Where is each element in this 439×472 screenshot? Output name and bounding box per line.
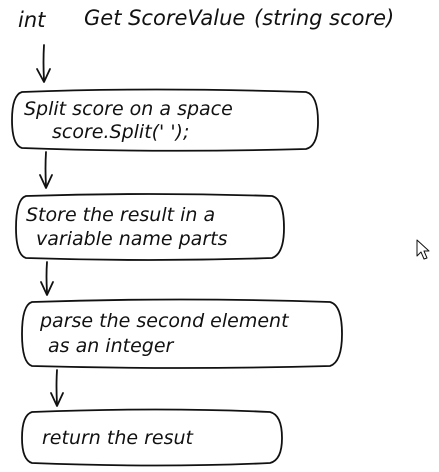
step-store-result: Store the result in a variable name part… [15,193,285,261]
mouse-cursor-icon [416,239,430,260]
step-return-result: return the resut [21,408,283,467]
arrow-signature-to-split [36,44,51,83]
step-box [15,193,285,261]
step-text-line-2: score.Split(' '); [52,121,189,143]
step-text-line-2: variable name parts [36,228,228,250]
step-split-score: Split score on a space score.Split(' '); [11,88,319,152]
step-box [11,88,319,152]
arrow-parse-to-return [50,369,64,407]
step-text-line-1: Store the result in a [26,204,215,226]
function-signature: int Get ScoreValue (string score) [18,6,394,32]
return-type-text: int [18,8,46,32]
step-parse-element: parse the second element as an integer [21,298,343,369]
function-name-text: Get ScoreValue [84,6,245,30]
step-text-line-1: parse the second element [39,310,290,332]
step-box [21,298,343,369]
step-box [21,408,283,467]
arrow-store-to-parse [40,261,54,296]
step-text-line-1: return the resut [42,427,195,449]
function-params-text: (string score) [254,6,394,30]
arrow-split-to-store [39,151,53,189]
step-text-line-2: as an integer [48,335,175,357]
step-text-line-1: Split score on a space [24,98,233,120]
